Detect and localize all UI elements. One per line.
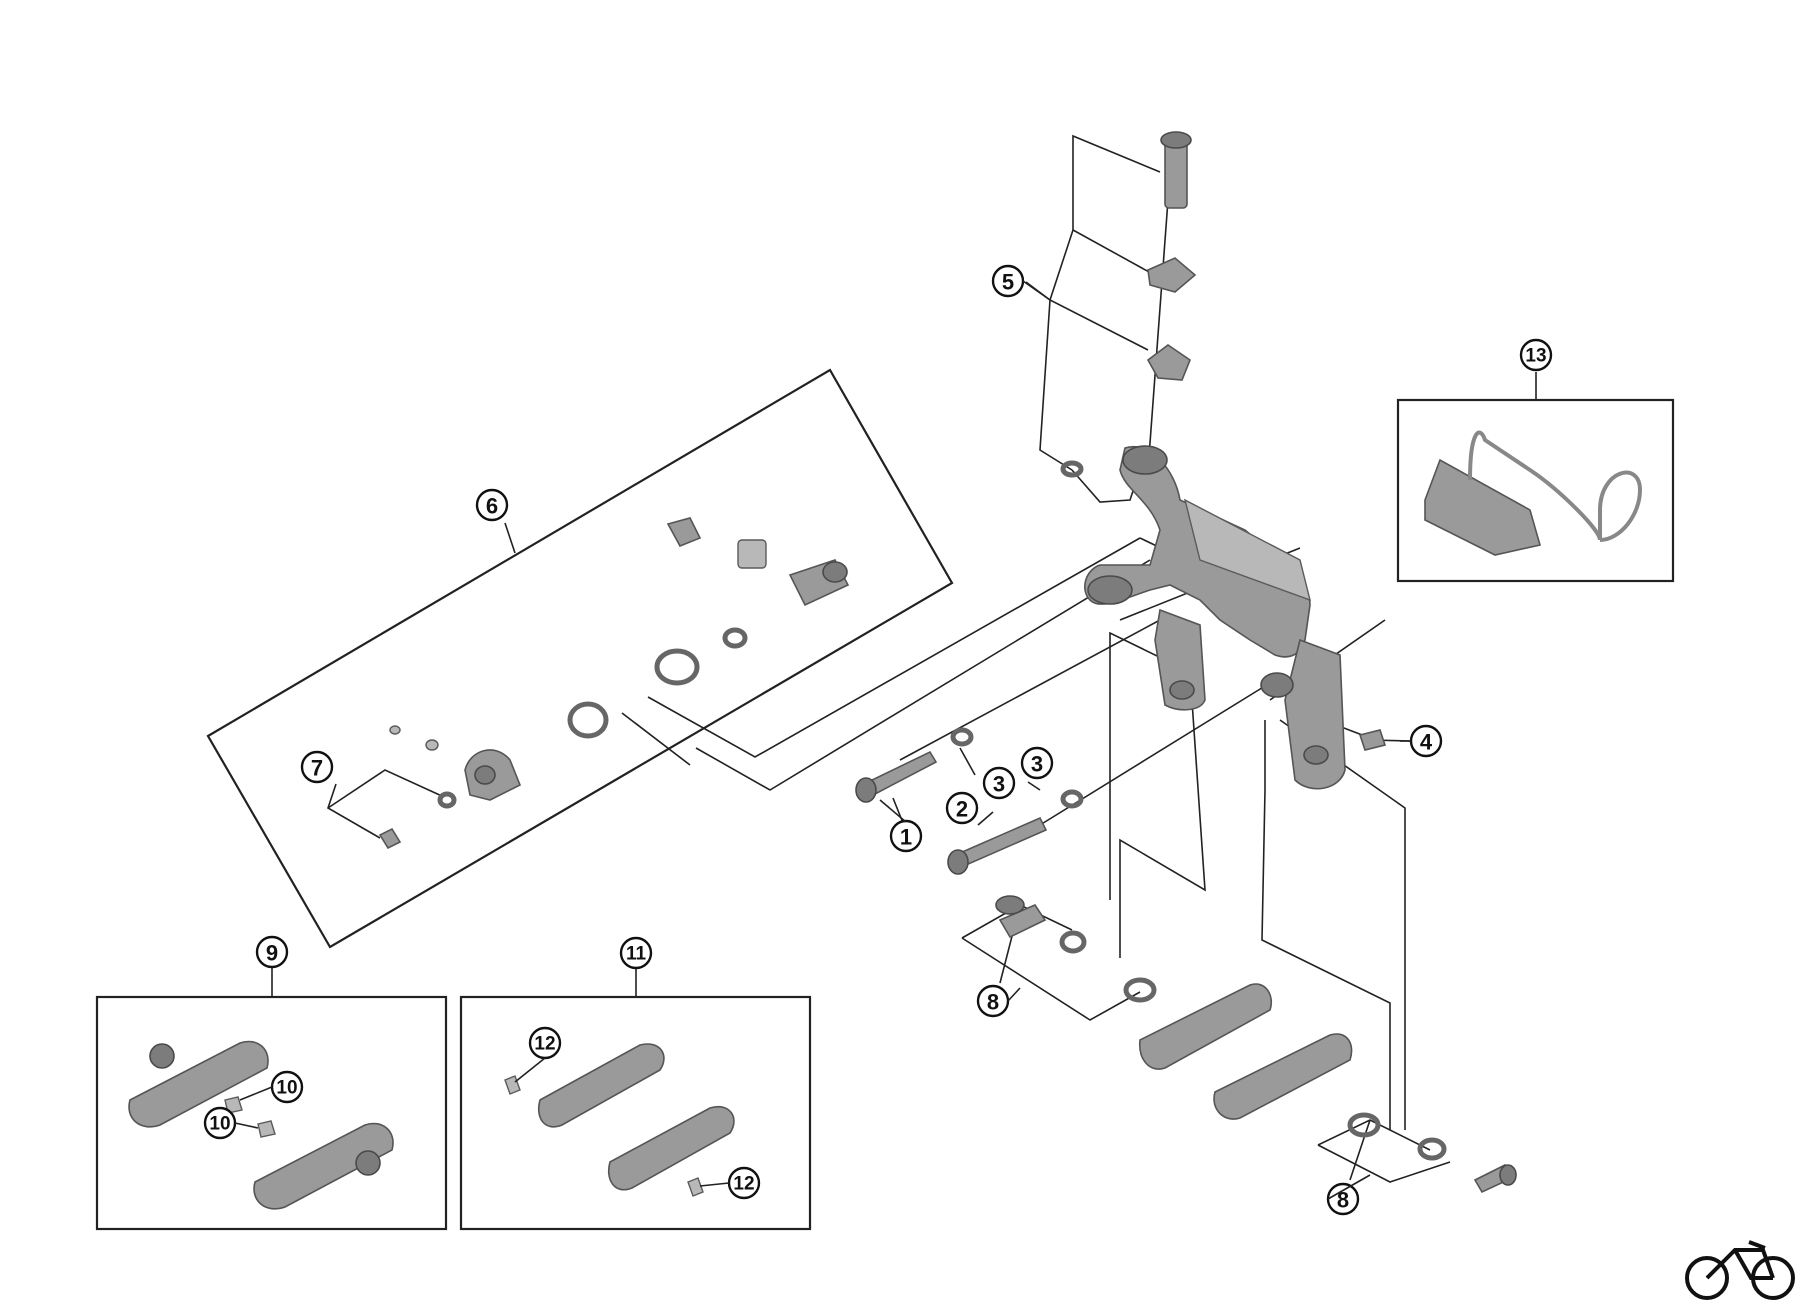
svg-text:11: 11 bbox=[626, 944, 647, 965]
callout-12b: 12 bbox=[727, 1166, 761, 1200]
callout-10a: 10 bbox=[270, 1070, 304, 1104]
svg-text:8: 8 bbox=[1337, 1188, 1349, 1213]
callout-9: 9 bbox=[255, 935, 289, 969]
callout-2: 2 bbox=[945, 791, 979, 825]
callout-3a: 3 bbox=[982, 766, 1016, 800]
svg-text:13: 13 bbox=[1525, 346, 1546, 367]
callout-6: 6 bbox=[475, 488, 509, 522]
callout-8a: 8 bbox=[976, 984, 1010, 1018]
svg-text:8: 8 bbox=[987, 990, 999, 1015]
shoe-set-9 bbox=[128, 1040, 394, 1210]
svg-text:12: 12 bbox=[733, 1174, 754, 1195]
callout-12a: 12 bbox=[528, 1026, 562, 1060]
callout-7: 7 bbox=[300, 750, 334, 784]
callout-leaders bbox=[234, 280, 1411, 1200]
bicycle-icon bbox=[1685, 1240, 1795, 1300]
assembly-6-box bbox=[206, 368, 954, 949]
callout-4: 4 bbox=[1409, 724, 1443, 758]
assembly-11-box bbox=[459, 995, 812, 1231]
svg-text:5: 5 bbox=[1002, 270, 1014, 295]
svg-text:10: 10 bbox=[276, 1078, 297, 1099]
svg-text:1: 1 bbox=[900, 825, 912, 850]
callout-8b: 8 bbox=[1326, 1182, 1360, 1216]
pad-set-11 bbox=[504, 1043, 735, 1197]
callout-10b: 10 bbox=[203, 1106, 237, 1140]
return-spring-parts bbox=[1424, 430, 1643, 556]
svg-text:12: 12 bbox=[534, 1034, 555, 1055]
svg-text:10: 10 bbox=[209, 1114, 230, 1135]
svg-text:6: 6 bbox=[486, 494, 498, 519]
callout-5: 5 bbox=[991, 264, 1025, 298]
svg-text:4: 4 bbox=[1420, 730, 1433, 755]
brake-shoes bbox=[995, 895, 1517, 1194]
callout-11: 11 bbox=[619, 936, 653, 970]
svg-text:9: 9 bbox=[266, 941, 278, 966]
adjuster-parts bbox=[378, 517, 850, 850]
pivot-bolts bbox=[855, 727, 1387, 875]
callout-13: 13 bbox=[1519, 338, 1553, 372]
svg-text:7: 7 bbox=[311, 756, 323, 781]
svg-text:2: 2 bbox=[956, 797, 968, 822]
mounting-bolt bbox=[1060, 131, 1197, 478]
callout-3b: 3 bbox=[1020, 746, 1054, 780]
callout-1: 1 bbox=[889, 819, 923, 853]
svg-text:3: 3 bbox=[1031, 752, 1043, 777]
svg-text:3: 3 bbox=[993, 772, 1005, 797]
caliper-arch bbox=[1084, 445, 1346, 790]
